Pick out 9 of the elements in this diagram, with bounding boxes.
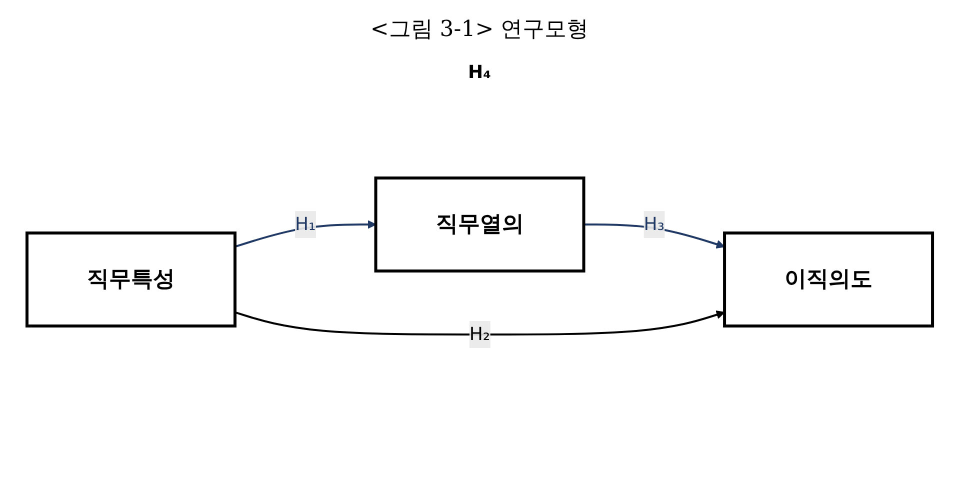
figure-title: <그림 3-1> 연구모형	[370, 16, 589, 44]
node-box: 직무특성	[25, 232, 236, 328]
edge-label: H₁	[294, 214, 316, 235]
edge-label: H₂	[469, 324, 490, 345]
arrow	[234, 310, 725, 336]
hypothesis-label: H₄	[468, 62, 491, 83]
node-box: 직무열의	[374, 176, 585, 272]
edge-label: H₃	[644, 214, 664, 235]
node-box: 이직의도	[722, 232, 934, 328]
